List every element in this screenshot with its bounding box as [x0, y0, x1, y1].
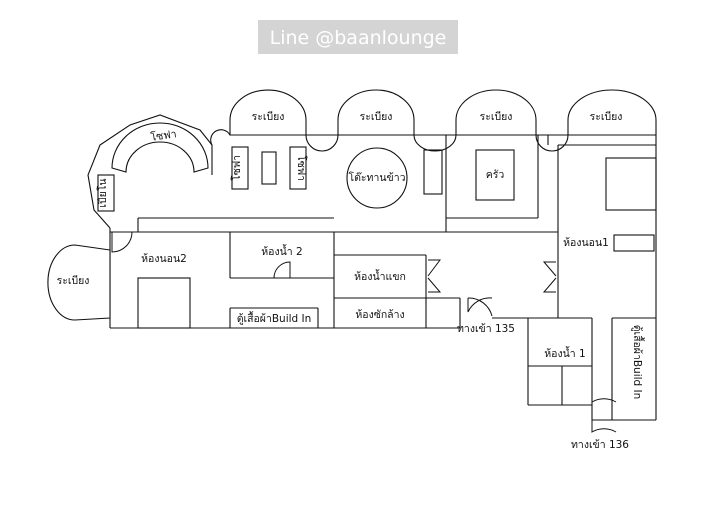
interior-walls [110, 135, 656, 420]
balcony-3 [455, 89, 537, 136]
tv-unit-1 [613, 234, 655, 252]
room-labels: ระเบียง ระเบียง ระเบียง ระเบียง ระเบียง … [57, 110, 645, 451]
sofa-right-label: โซฟา [295, 155, 308, 181]
coffee-table [261, 151, 277, 185]
balcony-4-label: ระเบียง [590, 110, 623, 123]
bed-1 [605, 157, 657, 211]
bedroom-2-label: ห้องนอน2 [141, 253, 187, 265]
sofa-left-label: โซฟา [230, 155, 243, 181]
furniture [97, 122, 657, 329]
top-balconies [210, 89, 657, 152]
curved-sofa [111, 122, 209, 173]
guest-bathroom-label: ห้องน้ำแขก [354, 269, 406, 283]
bedroom-1-label: ห้องนอน1 [563, 237, 609, 249]
watermark-text: Line @baanlounge [270, 27, 447, 49]
balcony-2-label: ระเบียง [360, 110, 393, 123]
kitchen-counter [475, 149, 515, 201]
bed-2 [137, 277, 191, 329]
dining-table-label: โต๊ะทานข้าว [348, 171, 405, 184]
dining-table [346, 147, 408, 209]
sofa-left [231, 146, 249, 190]
balcony-left-label: ระเบียง [57, 274, 90, 287]
balcony-4 [567, 89, 657, 136]
balcony-2 [337, 89, 415, 136]
balcony-1-label: ระเบียง [252, 110, 285, 123]
doors [111, 231, 617, 433]
cabinet [423, 149, 443, 195]
outer-walls [87, 114, 657, 421]
laundry-label: ห้องซักล้าง [355, 309, 404, 321]
wardrobe-right-label: ตู้เสื้อผ้าBuild In [631, 325, 645, 400]
sofa-right [289, 146, 307, 190]
entrance-136-label: ทางเข้า 136 [571, 439, 629, 451]
kitchen-label: ครัว [486, 169, 505, 181]
wardrobe-left-label: ตู้เสื้อผ้าBuild In [237, 311, 312, 325]
balcony-left [47, 244, 111, 321]
daybed-label: เปียโน [96, 178, 109, 207]
balcony-3-label: ระเบียง [480, 110, 513, 123]
balcony-1 [229, 89, 307, 136]
daybed [97, 174, 115, 212]
sofa-curved-label: โซฟา [150, 127, 178, 144]
bathroom-2-label: ห้องน้ำ 2 [261, 244, 302, 258]
entrance-135-label: ทางเข้า 135 [457, 323, 515, 335]
bathroom-1-label: ห้องน้ำ 1 [544, 346, 585, 360]
watermark: Line @baanlounge [258, 20, 458, 54]
